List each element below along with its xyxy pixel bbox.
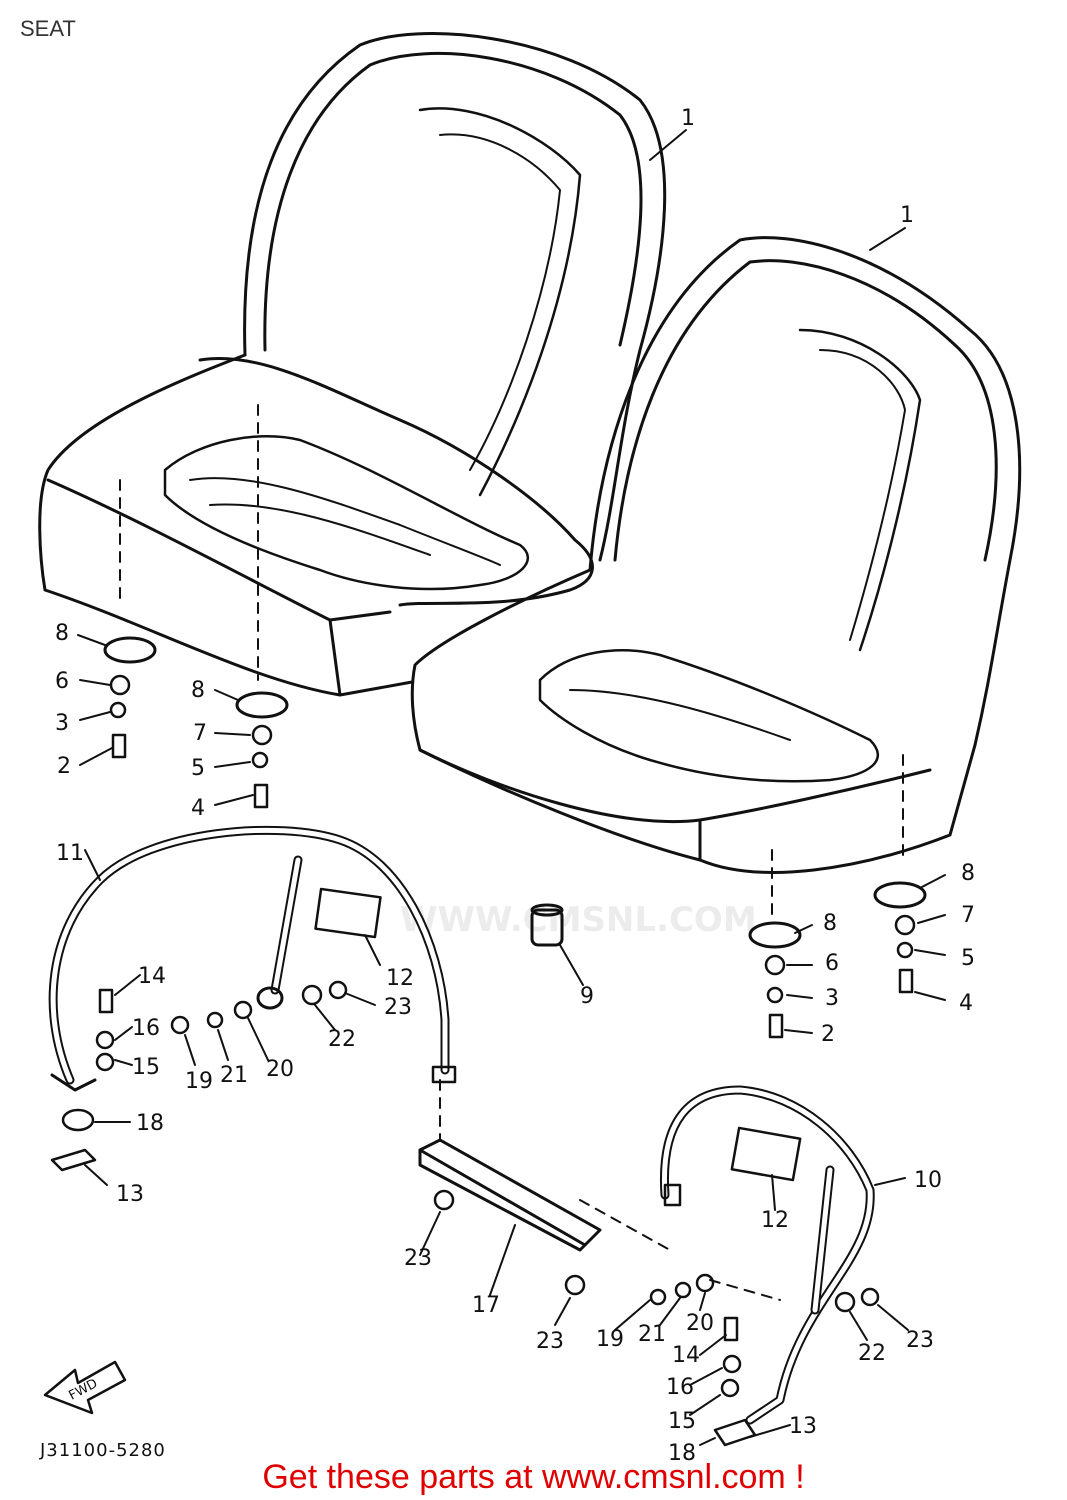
callout-12: 12 bbox=[761, 1208, 789, 1233]
frame-left bbox=[48, 825, 450, 1092]
watermark-text: WWW.CMSNL.COM bbox=[400, 900, 757, 940]
callout-2: 2 bbox=[821, 1022, 835, 1047]
callout-12: 12 bbox=[386, 966, 414, 991]
drawing-code: J31100-5280 bbox=[40, 1440, 166, 1461]
callout-14: 14 bbox=[672, 1343, 700, 1368]
mounting-lines bbox=[119, 404, 904, 1301]
callout-6: 6 bbox=[55, 669, 69, 694]
callout-18: 18 bbox=[668, 1441, 696, 1466]
callout-7: 7 bbox=[193, 721, 207, 746]
callout-15: 15 bbox=[132, 1055, 160, 1080]
callout-18: 18 bbox=[136, 1111, 164, 1136]
callout-9: 9 bbox=[580, 984, 594, 1009]
callout-17: 17 bbox=[472, 1293, 500, 1318]
callout-21: 21 bbox=[220, 1063, 248, 1088]
callout-21: 21 bbox=[638, 1322, 666, 1347]
callout-13: 13 bbox=[116, 1182, 144, 1207]
left-seat bbox=[38, 32, 667, 697]
callout-19: 19 bbox=[596, 1327, 624, 1352]
callout-8: 8 bbox=[823, 911, 837, 936]
callout-4: 4 bbox=[959, 991, 973, 1016]
callout-23: 23 bbox=[404, 1246, 432, 1271]
callout-10: 10 bbox=[914, 1168, 942, 1193]
callout-16: 16 bbox=[132, 1016, 160, 1041]
callout-5: 5 bbox=[961, 946, 975, 971]
callout-3: 3 bbox=[55, 711, 69, 736]
callout-8: 8 bbox=[55, 621, 69, 646]
callout-22: 22 bbox=[858, 1341, 886, 1366]
callout-23: 23 bbox=[536, 1329, 564, 1354]
right-seat bbox=[410, 236, 1022, 874]
callout-13: 13 bbox=[789, 1414, 817, 1439]
callout-3: 3 bbox=[825, 986, 839, 1011]
callout-22: 22 bbox=[328, 1027, 356, 1052]
callout-5: 5 bbox=[191, 756, 205, 781]
callout-23: 23 bbox=[384, 995, 412, 1020]
callout-7: 7 bbox=[961, 903, 975, 928]
callout-1: 1 bbox=[681, 106, 695, 131]
frame-right bbox=[659, 1085, 875, 1425]
callout-23: 23 bbox=[906, 1328, 934, 1353]
callout-14: 14 bbox=[138, 964, 166, 989]
bracket-17 bbox=[418, 1138, 602, 1252]
callout-4: 4 bbox=[191, 796, 205, 821]
callout-19: 19 bbox=[185, 1069, 213, 1094]
callout-8: 8 bbox=[191, 678, 205, 703]
callout-1: 1 bbox=[900, 203, 914, 228]
promo-link[interactable]: Get these parts at www.cmsnl.com ! bbox=[262, 1458, 805, 1496]
callout-15: 15 bbox=[668, 1409, 696, 1434]
callout-16: 16 bbox=[666, 1375, 694, 1400]
callout-8: 8 bbox=[961, 861, 975, 886]
callout-11: 11 bbox=[56, 841, 84, 866]
callout-2: 2 bbox=[57, 754, 71, 779]
page-title: SEAT bbox=[20, 16, 76, 41]
callout-6: 6 bbox=[825, 951, 839, 976]
callout-20: 20 bbox=[686, 1311, 714, 1336]
callout-20: 20 bbox=[266, 1057, 294, 1082]
